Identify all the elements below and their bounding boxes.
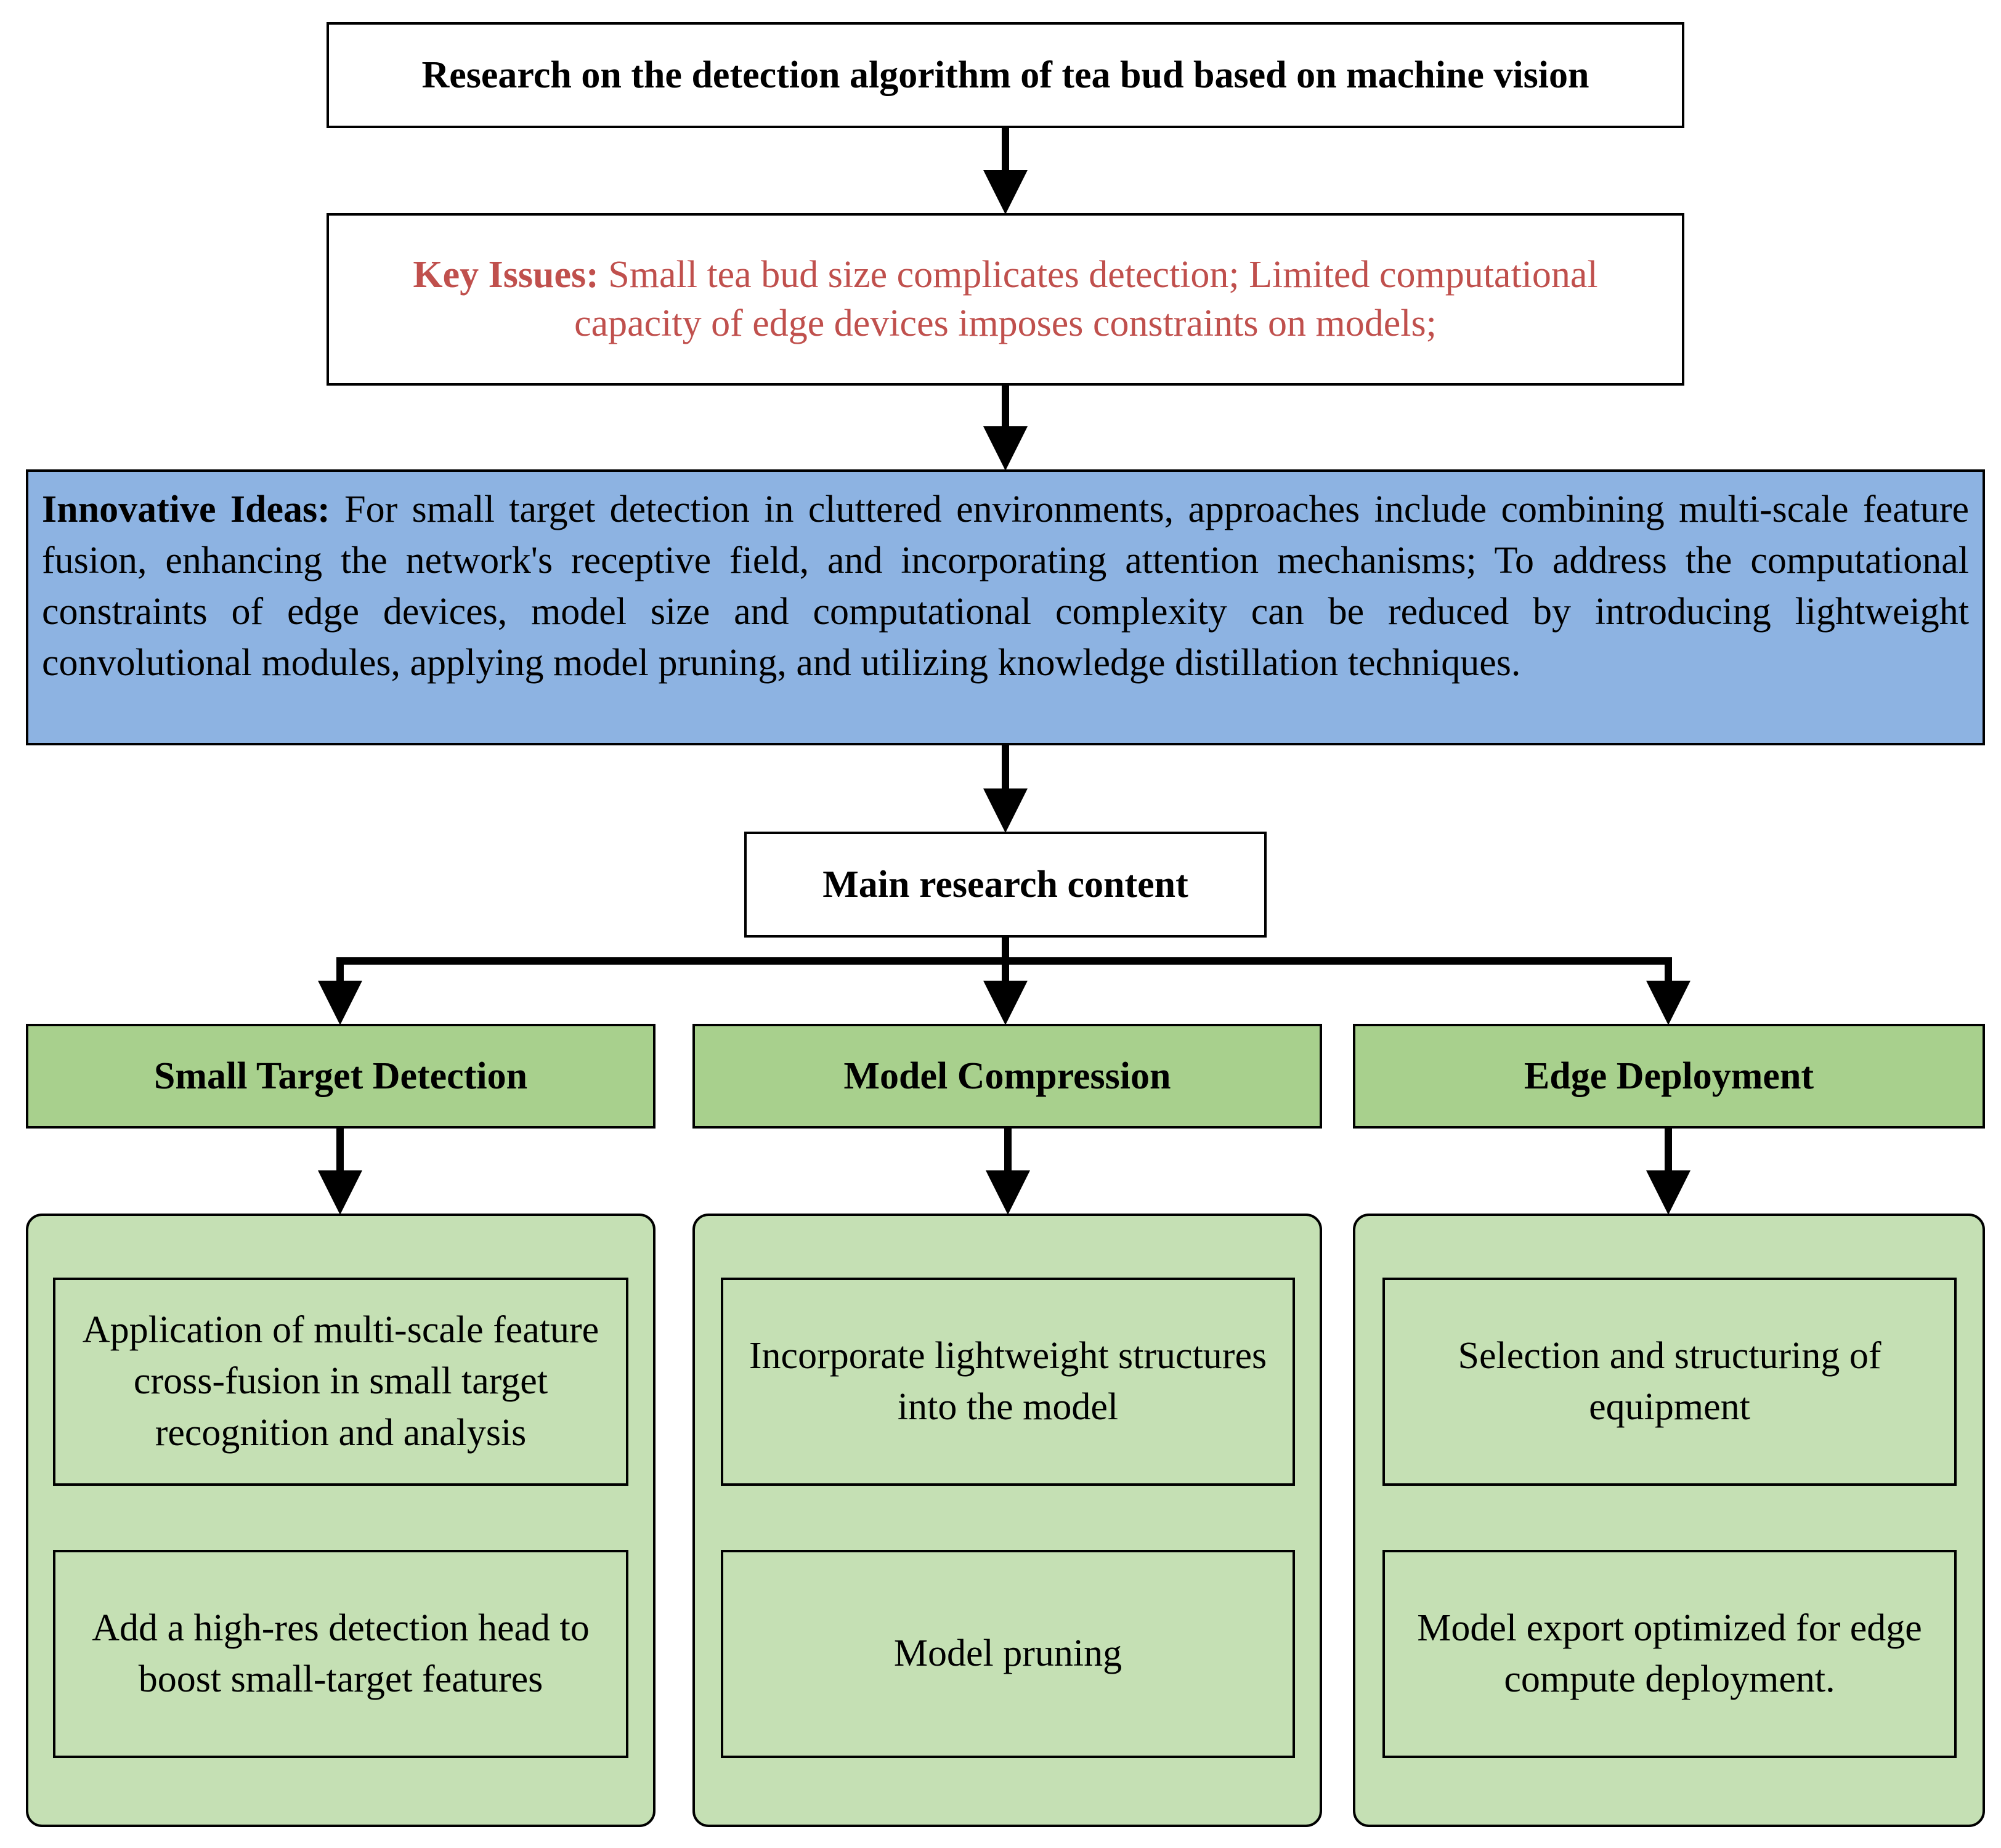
- item-model-export: Model export optimized for edge compute …: [1382, 1550, 1957, 1758]
- innovative-ideas-box: Innovative Ideas: For small target detec…: [26, 469, 1985, 745]
- key-issues-text: Small tea bud size complicates detection…: [574, 253, 1598, 344]
- item-text: Incorporate lightweight structures into …: [749, 1334, 1267, 1428]
- category-title: Edge Deployment: [1524, 1055, 1814, 1097]
- item-lightweight-structures: Incorporate lightweight structures into …: [721, 1278, 1295, 1486]
- category-title: Small Target Detection: [153, 1055, 528, 1097]
- key-issues-label: Key Issues:: [413, 253, 599, 296]
- item-text: Model pruning: [893, 1632, 1122, 1675]
- item-text: Model export optimized for edge compute …: [1417, 1607, 1922, 1700]
- category-edge-deployment: Edge Deployment: [1353, 1024, 1985, 1129]
- category-small-target-detection: Small Target Detection: [26, 1024, 656, 1129]
- key-issues-box: Key Issues: Small tea bud size complicat…: [327, 213, 1684, 386]
- key-issues-content: Key Issues: Small tea bud size complicat…: [351, 251, 1660, 349]
- innovative-ideas-text: For small target detection in cluttered …: [42, 488, 1969, 684]
- category-title: Model Compression: [843, 1055, 1171, 1097]
- item-multi-scale-fusion: Application of multi-scale feature cross…: [53, 1278, 628, 1486]
- item-high-res-head: Add a high-res detection head to boost s…: [53, 1550, 628, 1758]
- main-research-content-box: Main research content: [744, 832, 1267, 938]
- item-text: Application of multi-scale feature cross…: [82, 1309, 599, 1454]
- innovative-ideas-label: Innovative Ideas:: [42, 488, 330, 530]
- title-text: Research on the detection algorithm of t…: [421, 54, 1589, 96]
- title-box: Research on the detection algorithm of t…: [327, 22, 1684, 128]
- item-text: Add a high-res detection head to boost s…: [92, 1607, 590, 1700]
- item-equipment-selection: Selection and structuring of equipment: [1382, 1278, 1957, 1486]
- category-model-compression: Model Compression: [692, 1024, 1322, 1129]
- item-text: Selection and structuring of equipment: [1458, 1334, 1881, 1428]
- main-research-content-text: Main research content: [822, 863, 1188, 906]
- item-model-pruning: Model pruning: [721, 1550, 1295, 1758]
